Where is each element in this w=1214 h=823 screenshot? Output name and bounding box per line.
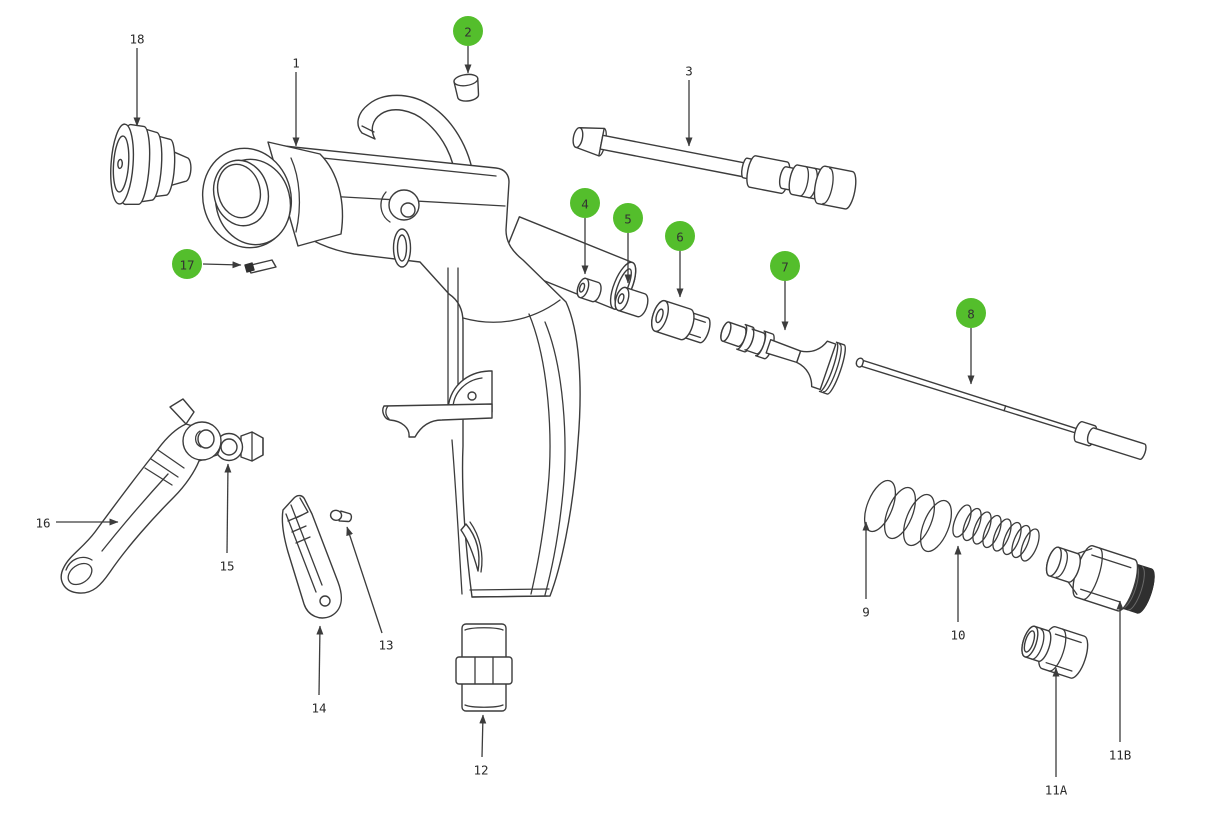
- part-6-drawing: [651, 299, 711, 344]
- callout-5[interactable]: 5: [613, 203, 643, 284]
- callout-label-6: 6: [676, 230, 684, 245]
- callout-11B: 11B: [1109, 600, 1132, 763]
- part-12-drawing: [455, 623, 513, 712]
- callout-3: 3: [685, 64, 693, 147]
- callout-8[interactable]: 8: [956, 298, 986, 385]
- balloon-circle-17[interactable]: [172, 249, 202, 279]
- callout-15: 15: [219, 463, 235, 574]
- part-4-drawing: [576, 277, 602, 303]
- part-15-drawing: [214, 431, 264, 462]
- leader-line-12: [479, 714, 487, 758]
- callout-6[interactable]: 6: [665, 221, 695, 298]
- part-14-drawing: [281, 494, 343, 619]
- callout-7[interactable]: 7: [770, 251, 800, 331]
- callout-14: 14: [311, 625, 327, 716]
- callout-11A: 11A: [1045, 667, 1068, 798]
- callout-label-1: 1: [292, 56, 300, 71]
- callout-label-18: 18: [129, 32, 144, 47]
- callout-label-3: 3: [685, 64, 693, 79]
- callout-label-5: 5: [624, 212, 632, 227]
- callout-9: 9: [862, 521, 870, 620]
- parts-artwork: [60, 73, 1155, 712]
- callout-label-2: 2: [464, 25, 472, 40]
- leader-line-17: [202, 261, 242, 269]
- part-11B-drawing: [1045, 545, 1155, 614]
- callout-17[interactable]: 17: [172, 249, 242, 279]
- part-2-drawing: [453, 73, 480, 102]
- callout-label-14: 14: [311, 701, 326, 716]
- part-1-drawing: [201, 94, 637, 598]
- part-16-drawing: [60, 398, 222, 594]
- balloon-circle-7[interactable]: [770, 251, 800, 281]
- part-5-drawing: [614, 286, 649, 318]
- callout-label-7: 7: [781, 260, 789, 275]
- callout-label-17: 17: [179, 258, 194, 273]
- callout-1: 1: [292, 56, 300, 147]
- balloon-circle-8[interactable]: [956, 298, 986, 328]
- balloon-circle-4[interactable]: [570, 188, 600, 218]
- part-7-drawing: [720, 321, 846, 395]
- callout-label-10: 10: [950, 628, 965, 643]
- callout-2[interactable]: 2: [453, 16, 483, 74]
- callout-label-12: 12: [473, 763, 488, 778]
- callout-4[interactable]: 4: [570, 188, 600, 275]
- part-8-drawing: [855, 357, 1147, 460]
- leader-line-14: [316, 625, 324, 696]
- leader-line-15: [224, 463, 232, 554]
- balloon-circle-6[interactable]: [665, 221, 695, 251]
- part-3-drawing: [572, 127, 857, 210]
- callout-13: 13: [346, 526, 394, 653]
- leader-line-13: [346, 526, 383, 634]
- part-10-drawing: [952, 504, 1040, 562]
- callout-label-13: 13: [378, 638, 393, 653]
- callout-10: 10: [950, 545, 966, 643]
- callout-16: 16: [35, 516, 119, 531]
- callout-label-15: 15: [219, 559, 234, 574]
- part-11A-drawing: [1021, 625, 1089, 679]
- callout-label-9: 9: [862, 605, 870, 620]
- callout-12: 12: [473, 714, 489, 778]
- callout-label-11B: 11B: [1109, 748, 1132, 763]
- callout-label-4: 4: [581, 197, 589, 212]
- balloon-circle-2[interactable]: [453, 16, 483, 46]
- part-13-drawing: [329, 509, 353, 523]
- part-17-drawing: [244, 259, 277, 274]
- part-9-drawing: [863, 479, 953, 553]
- callout-label-16: 16: [35, 516, 50, 531]
- part-18-drawing: [110, 123, 192, 206]
- callout-label-8: 8: [967, 307, 975, 322]
- callout-18: 18: [129, 32, 145, 127]
- callout-label-11A: 11A: [1045, 783, 1068, 798]
- balloon-circle-5[interactable]: [613, 203, 643, 233]
